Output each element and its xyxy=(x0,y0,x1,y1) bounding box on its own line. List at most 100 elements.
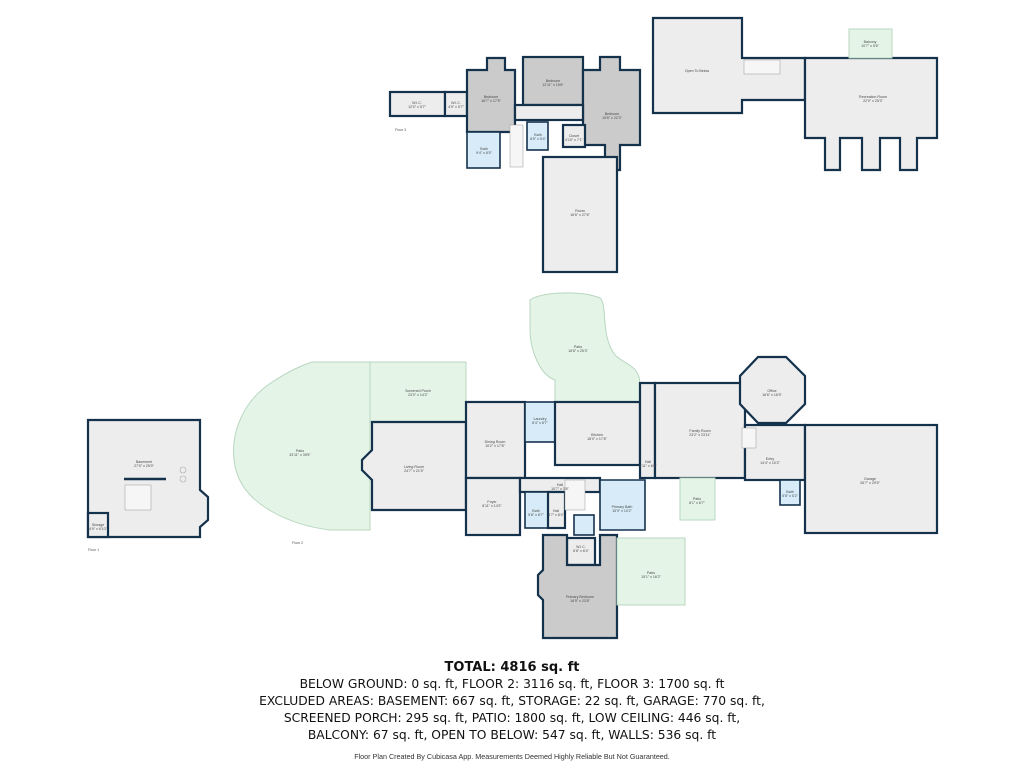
room-dimensions-label: 3'7" x 8'4" xyxy=(548,513,564,517)
floor-3-label: Floor 3 xyxy=(395,128,406,132)
patio-area xyxy=(616,537,686,606)
room-name-label: Patio xyxy=(296,449,304,453)
room-name-label: Screened Porch xyxy=(405,389,431,393)
room-name-label: Bedroom xyxy=(605,112,620,116)
room-dimensions-label: 12'11" x 15'8" xyxy=(542,83,564,87)
room-dimensions-label: 24'7" x 21'5" xyxy=(404,469,424,473)
room-dimensions-label: 27'0" x 25'9" xyxy=(134,464,154,468)
room-name-label: Garage xyxy=(864,477,876,481)
room-dimensions-label: 4'9" x 5'7" xyxy=(448,105,464,109)
room-name-label: Patio xyxy=(647,571,655,575)
room-name-label: Closet xyxy=(569,134,579,138)
room-name-label: Hall xyxy=(553,509,559,513)
recreation-room xyxy=(803,56,939,172)
area-line-3: SCREENED PORCH: 295 sq. ft, PATIO: 1800 … xyxy=(283,711,741,725)
room-dimensions-label: 15'9" x 10'2" xyxy=(612,509,632,513)
room-dimensions-label: 15'1" x 16'2" xyxy=(641,575,661,579)
patio-area xyxy=(529,292,641,403)
room-dimensions-label: 5'8" x 8'7" xyxy=(528,513,544,517)
room-dimensions-label: 4'9" x 6'10" xyxy=(89,527,107,531)
room-dimensions-label: 8'5" x 5'4" xyxy=(530,137,546,141)
room-dimensions-label: 23'0" x 14'2" xyxy=(408,393,428,397)
room-dimensions-label: 3'11" x 6'6" xyxy=(639,464,657,468)
laundry-room xyxy=(524,401,556,443)
room-name-label: Office xyxy=(767,389,776,393)
room-name-label: Living Room xyxy=(404,465,424,469)
total-area: TOTAL: 4816 sq. ft xyxy=(444,660,580,675)
credit-note: Floor Plan Created By Cubicasa App. Meas… xyxy=(354,752,670,761)
primary-bath-room xyxy=(599,479,646,531)
kitchen-room xyxy=(553,400,642,467)
dining-room xyxy=(464,400,527,480)
room-dimensions-label: 16'5" x 23'8" xyxy=(570,599,590,603)
room-name-label: Hall xyxy=(645,460,651,464)
room-name-label: Balcony xyxy=(864,40,877,44)
balcony-area xyxy=(848,28,893,59)
appliance-icon xyxy=(179,466,187,474)
room-dimensions-label: 22'0" x 25'3" xyxy=(863,99,883,103)
staircase xyxy=(741,427,757,449)
room-name-label: Patio xyxy=(693,497,701,501)
room-dimensions-label: 26'7" x 29'5" xyxy=(860,481,880,485)
staircase xyxy=(743,59,781,75)
office-room xyxy=(738,355,807,425)
area-line-1: BELOW GROUND: 0 sq. ft, FLOOR 2: 3116 sq… xyxy=(299,677,725,691)
room-dimensions-label: 10'7" x 5'6" xyxy=(861,44,879,48)
room-name-label: Family Room xyxy=(689,429,710,433)
room-name-label: Dining Room xyxy=(485,440,506,444)
staircase xyxy=(564,479,586,511)
room-name-label: Basement xyxy=(136,460,152,464)
room-name-label: Bedroom xyxy=(546,79,561,83)
floor-1-label: Floor 1 xyxy=(88,548,99,552)
room-name-label: Hall xyxy=(557,483,563,487)
appliance-icon xyxy=(179,475,187,483)
hall-room xyxy=(513,103,585,122)
room-name-label: W.I.C. xyxy=(451,101,461,105)
shower xyxy=(573,514,595,536)
room-name-label: Bath xyxy=(786,490,793,494)
room-labels: W.I.C.12'0" x 5'7"W.I.C.4'9" x 5'7"Bedro… xyxy=(89,40,887,603)
bath-room xyxy=(466,131,501,169)
bath-room xyxy=(526,121,549,151)
room-name-label: Entry xyxy=(766,457,775,461)
staircase xyxy=(509,124,524,168)
area-line-4: BALCONY: 67 sq. ft, OPEN TO BELOW: 547 s… xyxy=(307,728,717,742)
patio-area xyxy=(679,477,716,521)
room-name-label: Open To Below xyxy=(685,69,710,73)
room-dimensions-label: 16'7" x 17'5" xyxy=(481,99,501,103)
room-dimensions-label: 16'6" x 16'5" xyxy=(762,393,782,397)
room-dimensions-label: 10'2" x 17'8" xyxy=(485,444,505,448)
room-dimensions-label: 16'6" x 27'6" xyxy=(570,213,590,217)
room-name-label: Bath xyxy=(534,133,541,137)
room-name-label: Patio xyxy=(574,345,582,349)
primary-bedroom-room xyxy=(536,533,619,640)
room-dimensions-label: 23'2" x 23'11" xyxy=(689,433,711,437)
room-name-label: Foyer xyxy=(487,500,497,504)
room-name-label: Bath xyxy=(480,147,487,151)
staircase xyxy=(124,484,152,511)
room-dimensions-label: 10'7" x 3'8" xyxy=(551,487,569,491)
room-dimensions-label: 6'8" x 6'4" xyxy=(573,549,589,553)
garage-room xyxy=(803,423,939,535)
area-line-2: EXCLUDED AREAS: BASEMENT: 667 sq. ft, ST… xyxy=(259,694,765,708)
room-dimensions-label: 8'11" x 14'3" xyxy=(482,504,502,508)
room-dimensions-label: 14'4" x 10'2" xyxy=(760,461,780,465)
room-name-label: Primary Bath xyxy=(612,505,633,509)
floor-2-label: Floor 2 xyxy=(292,541,303,545)
patio-area xyxy=(233,361,371,531)
floor-1: Floor 1 xyxy=(86,418,210,552)
room-name-label: Laundry xyxy=(534,417,547,421)
room-name-label: Primary Bedroom xyxy=(566,595,594,599)
open-to-below-area xyxy=(651,16,807,115)
floor-3: Floor 3 xyxy=(388,16,939,274)
room-dimensions-label: 18'8" x 25'3" xyxy=(568,349,588,353)
room-dimensions-label: 4'10" x 7'1" xyxy=(565,138,583,142)
bedroom-room xyxy=(581,55,642,172)
room-name-label: W.I.C. xyxy=(576,545,586,549)
room-name-label: Bath xyxy=(532,509,539,513)
room-name-label: Bedroom xyxy=(484,95,499,99)
room-dimensions-label: 12'0" x 5'7" xyxy=(408,105,426,109)
room-name-label: Storage xyxy=(92,523,105,527)
room-room xyxy=(541,155,619,274)
room-name-label: Kitchen xyxy=(591,433,603,437)
